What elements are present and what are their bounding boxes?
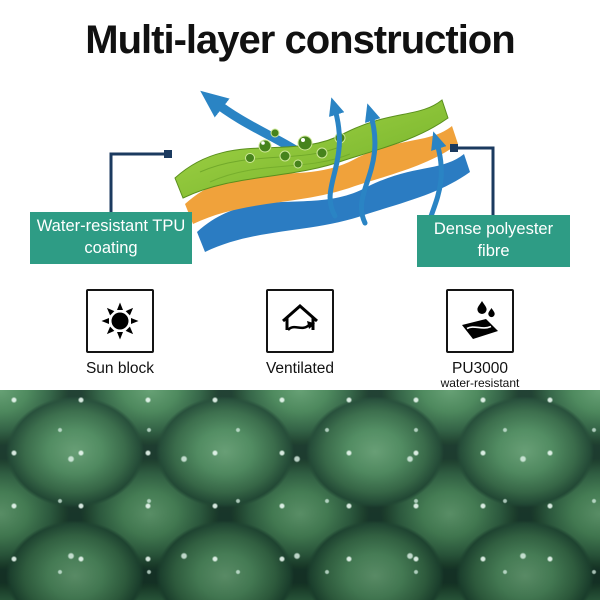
feature-box <box>446 289 514 353</box>
page-title: Multi-layer construction <box>85 18 515 62</box>
mattress-photo <box>0 390 600 600</box>
water-resistant-icon <box>462 301 498 339</box>
feature-ventilated: Ventilated <box>225 289 375 391</box>
layer-top-sheet <box>174 99 449 199</box>
water-droplets <box>245 128 346 169</box>
airflow-arrow-icon <box>358 103 381 226</box>
fabric-texture-line <box>209 153 351 183</box>
sun-icon <box>101 302 139 340</box>
connector-node-left <box>164 150 172 158</box>
feature-label: Sun block <box>85 360 155 377</box>
feature-list: Sun block Ventilated <box>0 289 600 391</box>
callout-dense-polyester: Dense polyester fibre <box>417 215 570 267</box>
airflow-arrow-icon <box>327 97 345 219</box>
fabric-texture-line <box>199 145 343 173</box>
connector-line-left <box>109 152 168 212</box>
feature-box <box>266 289 334 353</box>
callout-water-resistant-tpu: Water-resistant TPU coating <box>30 212 192 264</box>
feature-pu3000-water-resistant: PU3000 water-resistant <box>405 289 555 391</box>
feature-sun-block: Sun block <box>45 289 195 391</box>
callout-connectors <box>109 144 495 215</box>
feature-label: PU3000 <box>451 360 508 377</box>
feature-label: Ventilated <box>265 360 335 377</box>
layer-middle-sheet <box>185 126 458 224</box>
connector-node-right <box>450 144 458 152</box>
airflow-arrow-icon <box>200 90 310 161</box>
feature-box <box>86 289 154 353</box>
feature-sublabel: water-resistant <box>440 376 520 391</box>
ventilated-icon <box>282 303 318 331</box>
connector-line-right <box>454 146 495 215</box>
